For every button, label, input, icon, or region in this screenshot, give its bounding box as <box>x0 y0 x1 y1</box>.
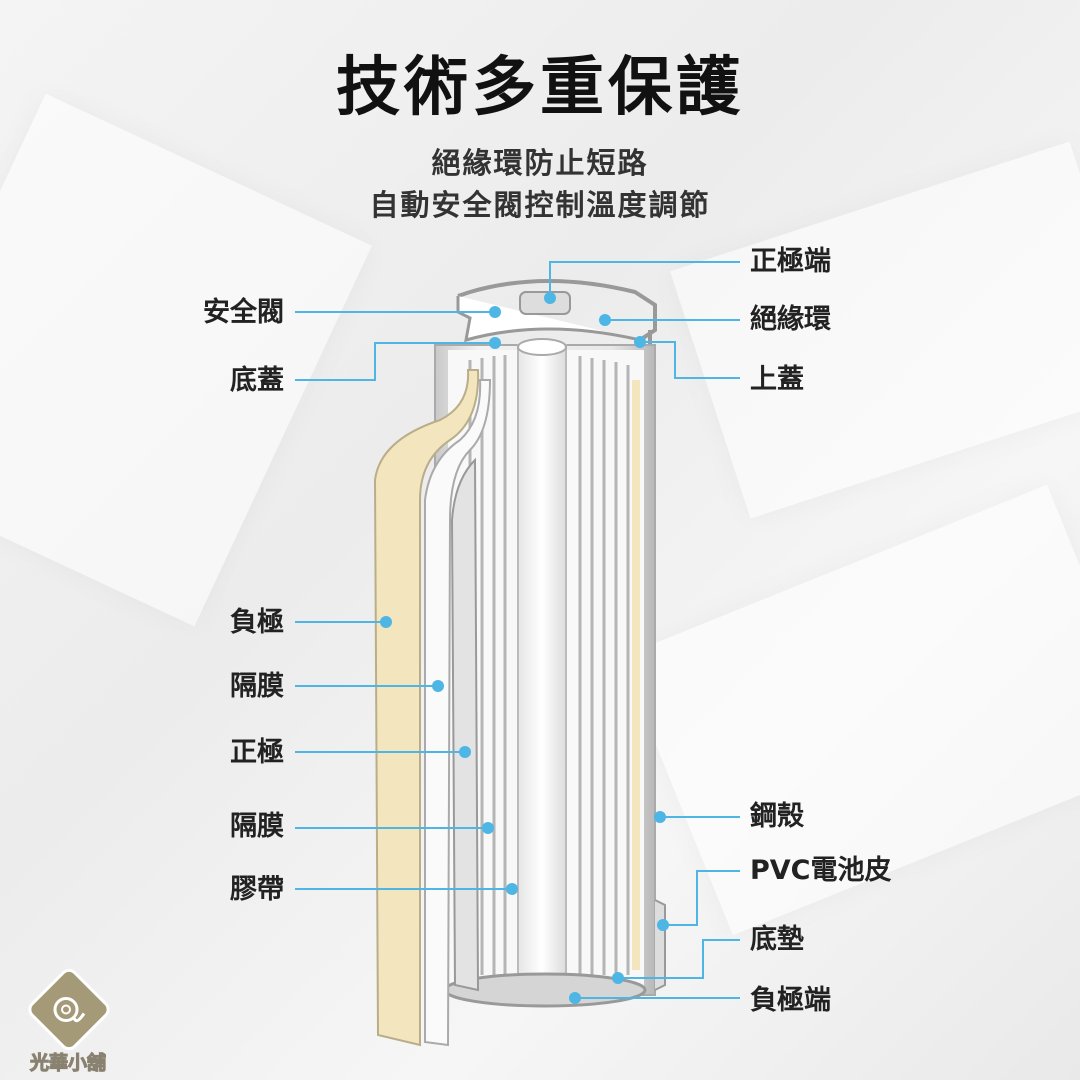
callout-dots <box>380 292 669 1004</box>
cathode-sheet <box>450 457 480 992</box>
subtitle-line-1: 絕緣環防止短路 <box>431 146 649 180</box>
label-tape: 膠帶 <box>230 874 284 905</box>
label-insulation-ring: 絕緣環 <box>750 304 831 335</box>
label-bottom-cap: 底蓋 <box>230 365 284 396</box>
label-anode: 負極 <box>230 607 284 638</box>
label-cathode: 正極 <box>230 737 284 768</box>
separator-sheet <box>424 379 492 1047</box>
anode-sheet <box>373 369 480 1047</box>
battery-top-cap <box>456 279 657 422</box>
brand-logo-text: 光華小舖 <box>29 1052 106 1075</box>
label-pvc-wrap: PVC電池皮 <box>750 855 892 886</box>
label-separator-2: 隔膜 <box>230 811 284 842</box>
center-tube <box>517 344 567 986</box>
label-positive-terminal: 正極端 <box>750 246 831 277</box>
label-negative-terminal: 負極端 <box>750 985 831 1016</box>
label-safety-valve: 安全閥 <box>203 297 284 328</box>
label-separator-1: 隔膜 <box>230 671 284 702</box>
subtitle-line-2: 自動安全閥控制溫度調節 <box>369 188 711 222</box>
label-top-cap: 上蓋 <box>750 364 804 395</box>
callout-lines <box>295 261 740 999</box>
label-steel-shell: 鋼殼 <box>750 801 804 832</box>
page-title: 技術多重保護 <box>336 51 744 125</box>
brand-logo-icon <box>28 968 110 1051</box>
label-bottom-pad: 底墊 <box>750 924 804 955</box>
